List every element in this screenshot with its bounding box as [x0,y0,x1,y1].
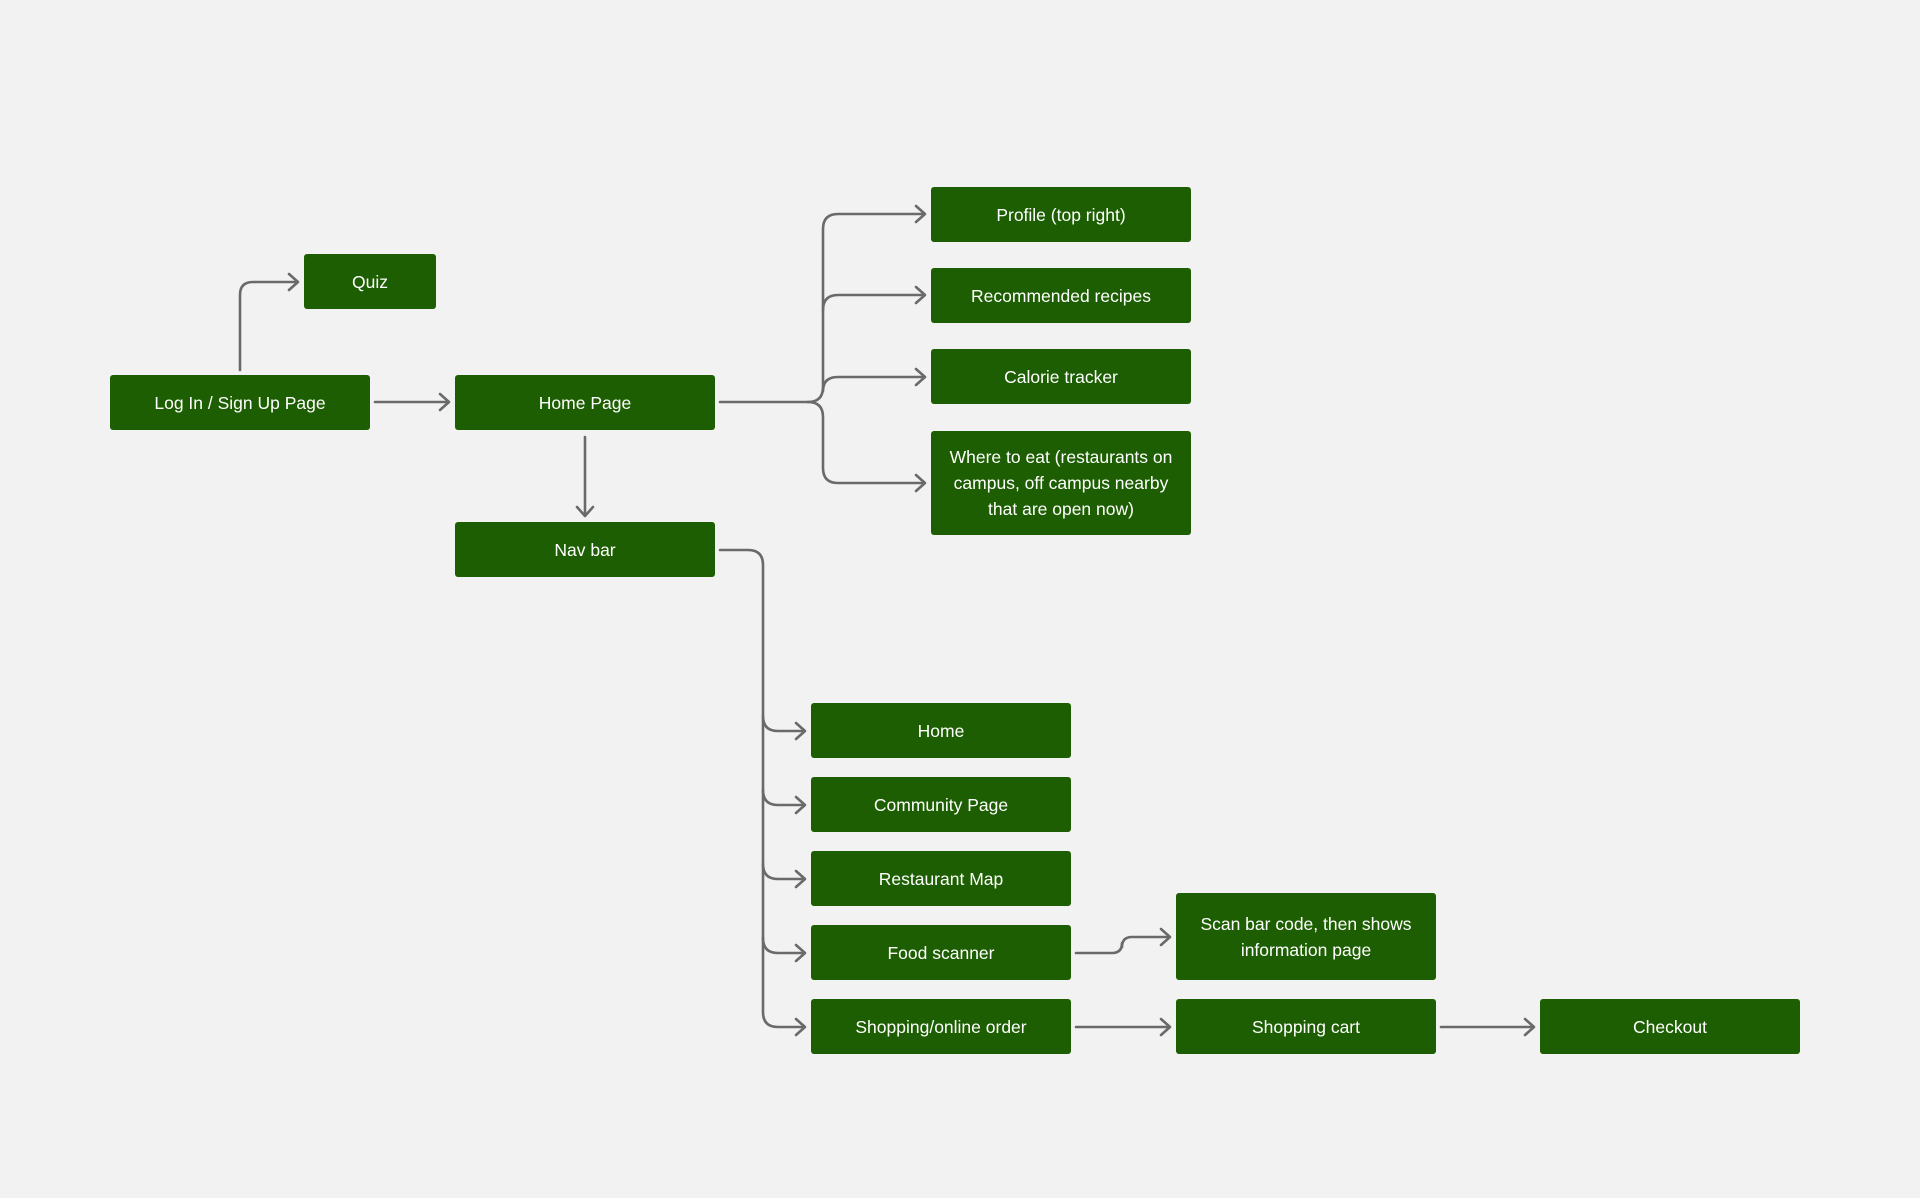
arrowhead-home-page [438,392,451,412]
recommended-recipes-node[interactable]: Recommended recipes [931,268,1191,323]
edge-login-to-quiz [238,280,299,372]
edge-home-page-to-profile [806,212,926,404]
scan-bar-code-label: Scan bar code, then shows information pa… [1200,913,1412,960]
scan-bar-code-node[interactable]: Scan bar code, then shows information pa… [1176,893,1436,980]
arrowhead-checkout [1523,1017,1536,1037]
home-page-label: Home Page [538,392,632,413]
arrowhead-shopping [794,1017,807,1037]
checkout-label: Checkout [1633,1016,1707,1037]
calorie-tracker-node[interactable]: Calorie tracker [931,349,1191,404]
nav-bar-node[interactable]: Nav bar [455,522,715,577]
quiz-node[interactable]: Quiz [304,254,436,309]
food-scanner-label: Food scanner [887,942,995,963]
checkout-node[interactable]: Checkout [1540,999,1800,1054]
arrowhead-community [794,795,807,815]
login-signup-label: Log In / Sign Up Page [154,392,326,413]
calorie-tracker-label: Calorie tracker [1004,366,1118,387]
arrowhead-food-scanner [794,943,807,963]
arrowhead-nav-bar [575,505,595,518]
login-signup-node[interactable]: Log In / Sign Up Page [110,375,370,430]
shopping-cart-label: Shopping cart [1252,1016,1360,1037]
recommended-recipes-label: Recommended recipes [971,285,1151,306]
arrowhead-profile [914,204,927,224]
profile-node[interactable]: Profile (top right) [931,187,1191,242]
shopping-cart-node[interactable]: Shopping cart [1176,999,1436,1054]
edge-home-page-to-calorie [821,375,926,393]
edge-food-scanner-to-scan-info [1074,935,1171,955]
food-scanner-node[interactable]: Food scanner [811,925,1071,980]
edge-home-page-to-recipes [821,293,926,312]
home-node[interactable]: Home [811,703,1071,758]
nav-bar-label: Nav bar [554,539,616,560]
restaurant-map-label: Restaurant Map [878,868,1004,889]
edge-nav-bar-to-home [761,714,806,733]
home-page-node[interactable]: Home Page [455,375,715,430]
where-to-eat-label: Where to eat (restaurants on campus, off… [949,447,1173,519]
arrowhead-cart [1159,1017,1172,1037]
edge-home-page-to-where [806,400,926,485]
arrowhead-restaurant-map [794,869,807,889]
shopping-online-order-label: Shopping/online order [855,1016,1027,1037]
profile-label: Profile (top right) [996,204,1126,225]
community-page-label: Community Page [873,794,1009,815]
edge-nav-bar-to-food-scanner [761,936,806,955]
community-page-node[interactable]: Community Page [811,777,1071,832]
arrowhead-scan-info [1159,927,1172,947]
arrowhead-recipes [914,285,927,305]
quiz-label: Quiz [352,271,388,292]
where-to-eat-node[interactable]: Where to eat (restaurants on campus, off… [931,431,1191,535]
arrowhead-calorie [914,367,927,387]
arrowhead-home [794,721,807,741]
edge-nav-bar-to-restaurant-map [761,862,806,881]
edge-nav-bar-trunk [718,548,806,1029]
edge-nav-bar-to-community [761,788,806,807]
shopping-online-order-node[interactable]: Shopping/online order [811,999,1071,1054]
arrowhead-where [914,473,927,493]
restaurant-map-node[interactable]: Restaurant Map [811,851,1071,906]
arrowhead-quiz [287,272,300,292]
home-label: Home [917,720,965,741]
